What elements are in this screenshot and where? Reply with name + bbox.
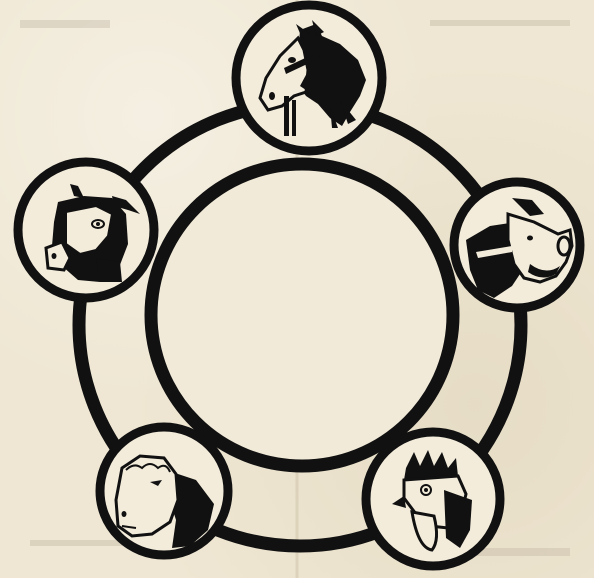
rooster-medallion <box>366 432 500 566</box>
pig-medallion <box>454 182 580 308</box>
bull-medallion <box>18 162 154 298</box>
horse-medallion <box>236 5 382 151</box>
sheep-medallion <box>100 427 228 555</box>
inner-circle <box>151 164 453 466</box>
